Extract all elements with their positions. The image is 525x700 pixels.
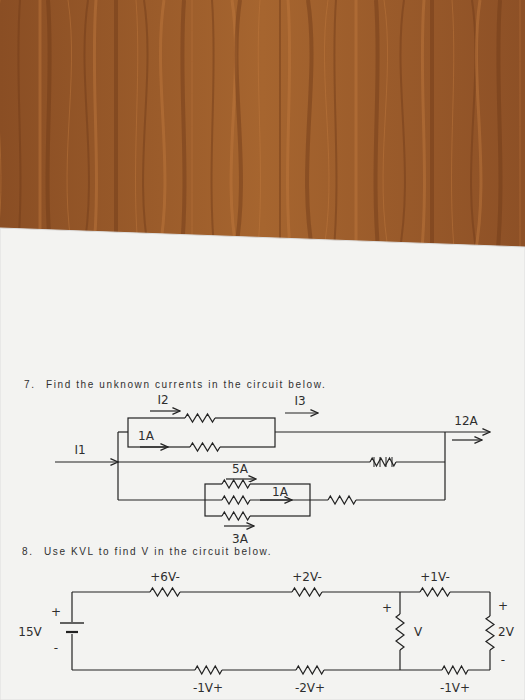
voltage-label: +6V- bbox=[150, 571, 180, 583]
voltage-label: 2V bbox=[498, 626, 514, 638]
current-label: I3 bbox=[294, 395, 305, 407]
polarity-sign: - bbox=[501, 654, 505, 666]
polarity-sign: - bbox=[54, 642, 58, 654]
polarity-sign: + bbox=[51, 606, 61, 618]
voltage-label: -1V+ bbox=[193, 682, 223, 694]
voltage-label: -1V+ bbox=[440, 682, 470, 694]
problem-statement: Find the unknown currents in the circuit… bbox=[46, 380, 326, 390]
voltage-label: -2V+ bbox=[295, 682, 325, 694]
problem-statement: Use KVL to find V in the circuit below. bbox=[44, 547, 272, 557]
current-label: 5A bbox=[232, 463, 248, 475]
problem-number: 7. bbox=[24, 380, 36, 390]
current-label: 12A bbox=[454, 415, 477, 427]
wires bbox=[55, 411, 490, 670]
source-voltage: 15V bbox=[18, 626, 41, 638]
battery-symbol bbox=[60, 622, 84, 634]
unknown-voltage: V bbox=[414, 626, 422, 638]
current-label: I2 bbox=[157, 394, 168, 406]
paper-sheet bbox=[0, 228, 525, 700]
problem-number: 8. bbox=[22, 547, 34, 557]
wood-grain bbox=[0, 0, 525, 260]
resistor-symbols bbox=[150, 414, 494, 674]
polarity-sign: + bbox=[382, 602, 392, 614]
current-label: 1A bbox=[138, 430, 154, 442]
current-label: 3A bbox=[232, 533, 248, 545]
voltage-label: +1V- bbox=[420, 571, 450, 583]
voltage-label: +2V- bbox=[292, 571, 322, 583]
polarity-sign: + bbox=[498, 600, 508, 612]
wood-table bbox=[0, 0, 525, 260]
current-label: 1A bbox=[272, 486, 288, 498]
current-label: I1 bbox=[74, 444, 85, 456]
